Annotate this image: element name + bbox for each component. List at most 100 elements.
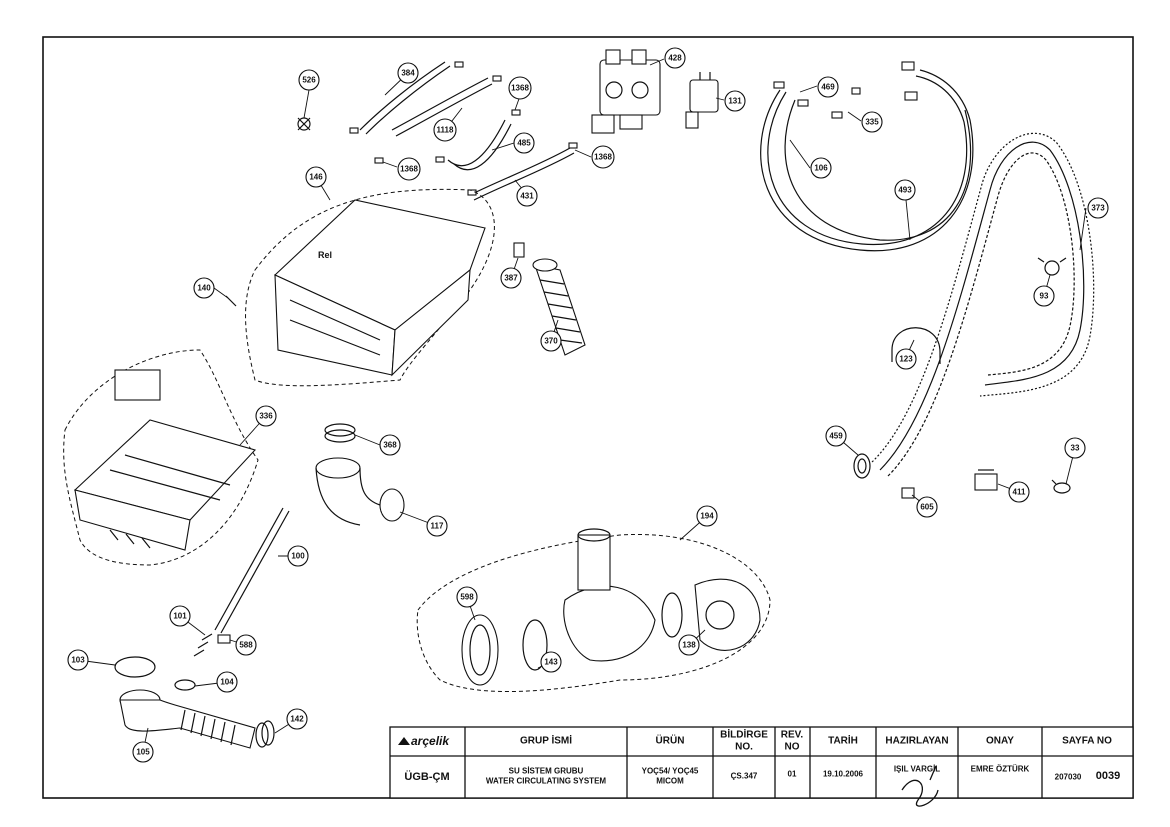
svg-text:Rel: Rel: [318, 250, 332, 260]
callout-number: 373: [1091, 204, 1105, 213]
hose-431: [469, 147, 575, 201]
callout-circle: [817, 76, 839, 98]
rod-100: [214, 507, 290, 634]
callout-number: 335: [865, 118, 879, 127]
callout-number: 33: [1071, 444, 1080, 453]
approval-value: EMRE ÖZTÜRK: [971, 765, 1030, 774]
part-callout-373: 373: [1087, 197, 1109, 219]
drawing-border: [42, 36, 1134, 799]
callout-number: 368: [383, 441, 397, 450]
part-callout-526: 526: [298, 69, 320, 91]
callout-circle: [1087, 197, 1109, 219]
part-callout-411: 411: [1008, 481, 1030, 503]
part-callout-459: 459: [825, 425, 847, 447]
part-callout-368: 368: [379, 434, 401, 456]
header-revision-2: NO: [785, 742, 800, 753]
clamp-142: [255, 720, 275, 748]
clamp-368: [324, 423, 356, 443]
part-callout-138: 138: [678, 634, 700, 656]
part-callout-428: 428: [664, 47, 686, 69]
callout-circle: [379, 434, 401, 456]
logo-text: arçelik: [411, 734, 450, 748]
revision-no: 01: [788, 770, 797, 779]
hose-485: [447, 119, 512, 171]
callout-circle: [1064, 437, 1086, 459]
part-callout-146: 146: [305, 166, 327, 188]
callout-number: 459: [829, 432, 843, 441]
callout-circle: [540, 330, 562, 352]
callout-circle: [397, 157, 421, 181]
callout-number: 105: [136, 748, 150, 757]
callout-number: 138: [682, 641, 696, 650]
part-callout-431: 431: [516, 185, 538, 207]
callout-number: 140: [197, 284, 211, 293]
date-value: 19.10.2006: [823, 770, 864, 779]
callout-number: 146: [309, 173, 323, 182]
callout-circle: [193, 277, 215, 299]
callout-layer: 5263841118136848513681368431428131469335…: [67, 47, 1109, 763]
callout-number: 1368: [400, 165, 418, 174]
part-callout-93: 93: [1033, 285, 1055, 307]
header-declaration-no-1: BİLDİRGE: [720, 728, 768, 741]
callout-number: 93: [1040, 292, 1049, 301]
part-callout-1368: 1368: [591, 145, 615, 169]
callout-number: 588: [239, 641, 253, 650]
callout-circle: [664, 47, 686, 69]
callout-circle: [216, 671, 238, 693]
callout-circle: [286, 708, 308, 730]
callout-circle: [235, 634, 257, 656]
callout-number: 100: [291, 552, 305, 561]
title-block: arçelik GRUP İSMİ ÜRÜN BİLDİRGE NO. REV.…: [389, 726, 1134, 807]
product-line-2: MICOM: [656, 777, 684, 786]
callout-number: 142: [290, 715, 304, 724]
header-group-name: GRUP İSMİ: [520, 734, 572, 747]
part-callout-1368: 1368: [508, 76, 532, 100]
screw-387: [513, 242, 525, 258]
product-line-1: YOÇ54/ YOÇ45: [642, 767, 699, 776]
clip-411: [974, 469, 998, 491]
hose-end-459: [853, 453, 871, 479]
callout-circle: [132, 741, 154, 763]
detergent-drawer-336: [63, 349, 259, 566]
drain-hose-373: [871, 132, 1095, 477]
parts-artwork: Rel: [63, 49, 1095, 749]
part-callout-336: 336: [255, 405, 277, 427]
hanger-123: [891, 327, 941, 364]
callout-circle: [426, 515, 448, 537]
callout-number: 131: [728, 97, 742, 106]
callout-number: 411: [1013, 488, 1026, 497]
callout-number: 485: [517, 139, 531, 148]
callout-number: 336: [259, 412, 273, 421]
callout-number: 143: [544, 658, 558, 667]
callout-circle: [516, 185, 538, 207]
callout-number: 387: [504, 274, 518, 283]
hose-384: [359, 61, 451, 135]
callout-circle: [397, 62, 419, 84]
callout-circle: [456, 586, 478, 608]
callout-circle: [287, 545, 309, 567]
callout-number: 101: [173, 612, 187, 621]
callout-number: 1368: [594, 153, 612, 162]
part-callout-1118: 1118: [433, 118, 457, 142]
callout-circle: [540, 651, 562, 673]
callout-circle: [305, 166, 327, 188]
callout-number: 103: [71, 656, 85, 665]
callout-circle: [861, 111, 883, 133]
part-callout-106: 106: [810, 157, 832, 179]
part-callout-123: 123: [895, 348, 917, 370]
callout-circle: [916, 496, 938, 518]
drawer-housing-146: Rel: [245, 188, 495, 387]
header-prepared-by: HAZIRLAYAN: [885, 736, 948, 747]
callout-circle: [895, 348, 917, 370]
group-code: ÜGB-ÇM: [404, 770, 449, 783]
clip-588: [217, 634, 231, 644]
part-callout-485: 485: [513, 132, 535, 154]
part-callout-588: 588: [235, 634, 257, 656]
group-name-en: WATER CIRCULATING SYSTEM: [486, 777, 606, 786]
callout-circle: [591, 145, 615, 169]
callout-number: 1368: [511, 84, 529, 93]
header-product: ÜRÜN: [656, 734, 685, 747]
callout-number: 370: [544, 337, 558, 346]
callout-circle: [433, 118, 457, 142]
